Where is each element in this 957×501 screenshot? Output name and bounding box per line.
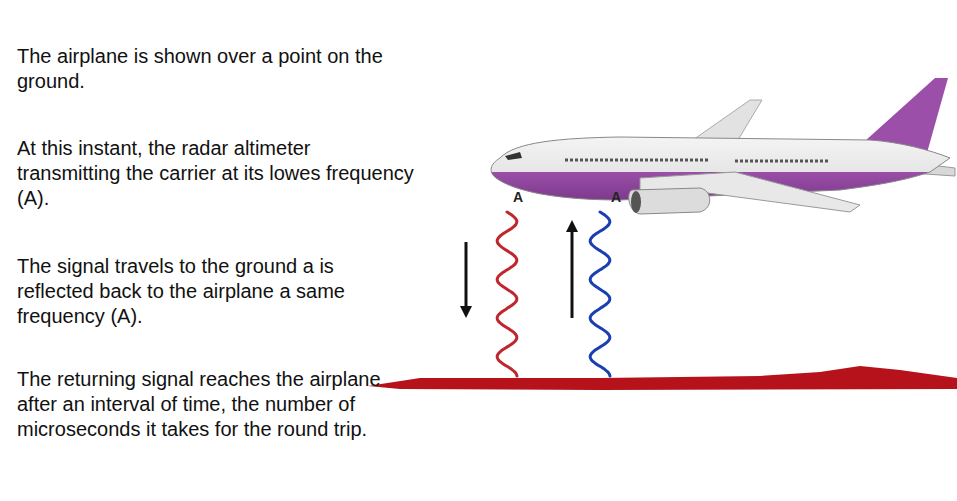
engine-intake (631, 191, 641, 213)
transmitted-wave (497, 212, 517, 376)
frequency-label: A (611, 190, 621, 204)
cabin-windows (735, 160, 830, 163)
caption-paragraph: The returning signal reaches the airplan… (17, 367, 415, 442)
cabin-windows (565, 159, 710, 162)
down-arrow (465, 242, 468, 312)
ground (368, 366, 957, 390)
reflected-wave (590, 212, 610, 376)
caption-paragraph: The airplane is shown over a point on th… (17, 44, 415, 94)
up-arrow (571, 226, 574, 318)
cockpit-window (505, 152, 522, 160)
caption-paragraph: At this instant, the radar altimeter tra… (17, 136, 415, 211)
engine (629, 188, 710, 214)
frequency-label: A (513, 190, 523, 204)
caption-paragraph: The signal travels to the ground a is re… (17, 254, 415, 329)
